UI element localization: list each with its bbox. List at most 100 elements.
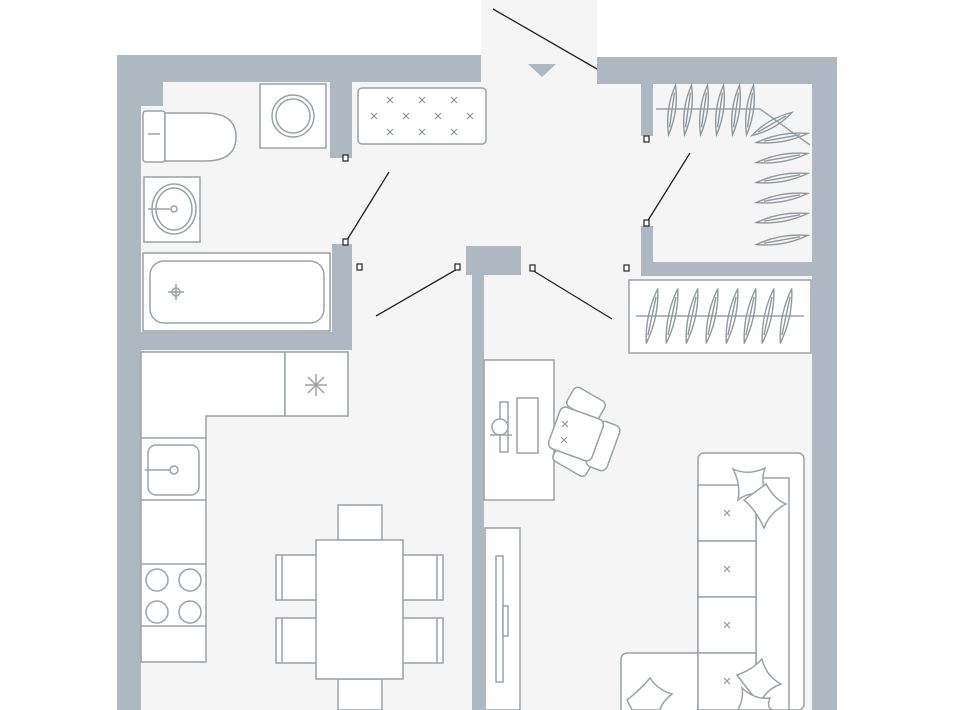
entrance-door-leaf [492,8,598,70]
hob [145,568,202,624]
living-room-door[interactable] [529,264,630,320]
bath-partition-upper [330,82,352,158]
top-wall-left [117,55,481,82]
hanger [645,288,659,344]
desk-lamp [491,418,509,436]
wardrobe-door[interactable] [643,135,691,227]
bath-partition-lower [332,244,352,350]
bath-kitchen-wall [141,332,352,350]
hanger [761,288,775,344]
triangle-down-icon [528,64,556,77]
cabinet-pattern [370,96,474,136]
hanger [714,82,726,138]
sink-drain [169,465,179,475]
x-mark [386,96,394,104]
hanger [753,212,811,224]
wardrobe-wall-upper [641,84,653,136]
hanger [744,82,756,138]
chair [337,504,383,541]
x-mark [723,621,731,629]
door-hinge [342,154,349,162]
hangers [666,82,811,246]
hanger [685,288,699,344]
top-wall-right [597,57,837,84]
dining-table [315,539,404,680]
door-hinge [356,263,363,271]
x-mark [466,112,474,120]
hanger [666,82,678,138]
burner [178,568,202,592]
burner [178,600,202,624]
dining-set [275,504,444,710]
x-mark [370,112,378,120]
bathtub [142,252,331,332]
x-mark [723,509,731,517]
x-mark [723,677,731,685]
walls [117,55,837,710]
washing-machine-drum-inner [275,98,311,134]
burner [145,568,169,592]
hanger [705,288,719,344]
fridge [284,351,349,417]
burner [145,600,169,624]
wardrobe-rail [656,82,811,246]
x-mark [450,96,458,104]
laptop [516,397,539,454]
hanger [682,82,694,138]
hanger [749,111,795,137]
hanger [753,234,811,246]
bathtub-inner [149,260,325,324]
x-mark [434,112,442,120]
washing-machine [259,83,327,149]
bathroom-cabinet [357,87,487,145]
x-mark [723,565,731,573]
washbasin-drain [170,205,178,213]
wardrobe-door-leaf [646,152,691,223]
hanger [753,152,811,164]
toilet [142,110,237,163]
door-hinge [454,263,461,271]
hanger [753,192,811,204]
door-hinge [529,264,536,272]
chair [275,554,319,601]
bathroom-door[interactable] [342,154,390,246]
entrance-door[interactable] [492,8,598,70]
hanger [743,288,757,344]
living-room-door-leaf [531,269,613,320]
x-mark [386,128,394,136]
chair [337,678,383,710]
x-mark [418,96,426,104]
x-mark [402,112,410,120]
kitchen-door[interactable] [356,263,461,317]
kitchen-door-leaf [375,267,460,317]
hanger [730,82,742,138]
chair [400,617,444,664]
sofa-stitching [723,509,731,685]
right-wall [812,57,837,710]
hanger [779,288,793,344]
snowflake-icon [305,374,327,396]
closet [628,279,812,354]
chair-seat [547,406,605,462]
pillow [626,466,788,710]
desk [483,359,555,501]
washbasin [143,176,201,243]
hanger [665,288,679,344]
bath-corner-stub [141,82,163,106]
x-mark [450,128,458,136]
hanger [698,82,710,138]
office-chair [547,386,621,477]
chair [275,617,319,664]
chair [400,554,444,601]
hanger [725,288,739,344]
corner-sofa [620,452,805,710]
left-wall [117,55,141,710]
tv-stand [484,527,521,710]
door-hinge [342,238,349,246]
kitchen-sink [145,444,200,496]
door-hinge [643,219,650,227]
bathroom-door-leaf [346,171,390,241]
hangers [645,288,793,344]
toilet-tank [142,110,166,163]
door-hinge [643,135,650,143]
